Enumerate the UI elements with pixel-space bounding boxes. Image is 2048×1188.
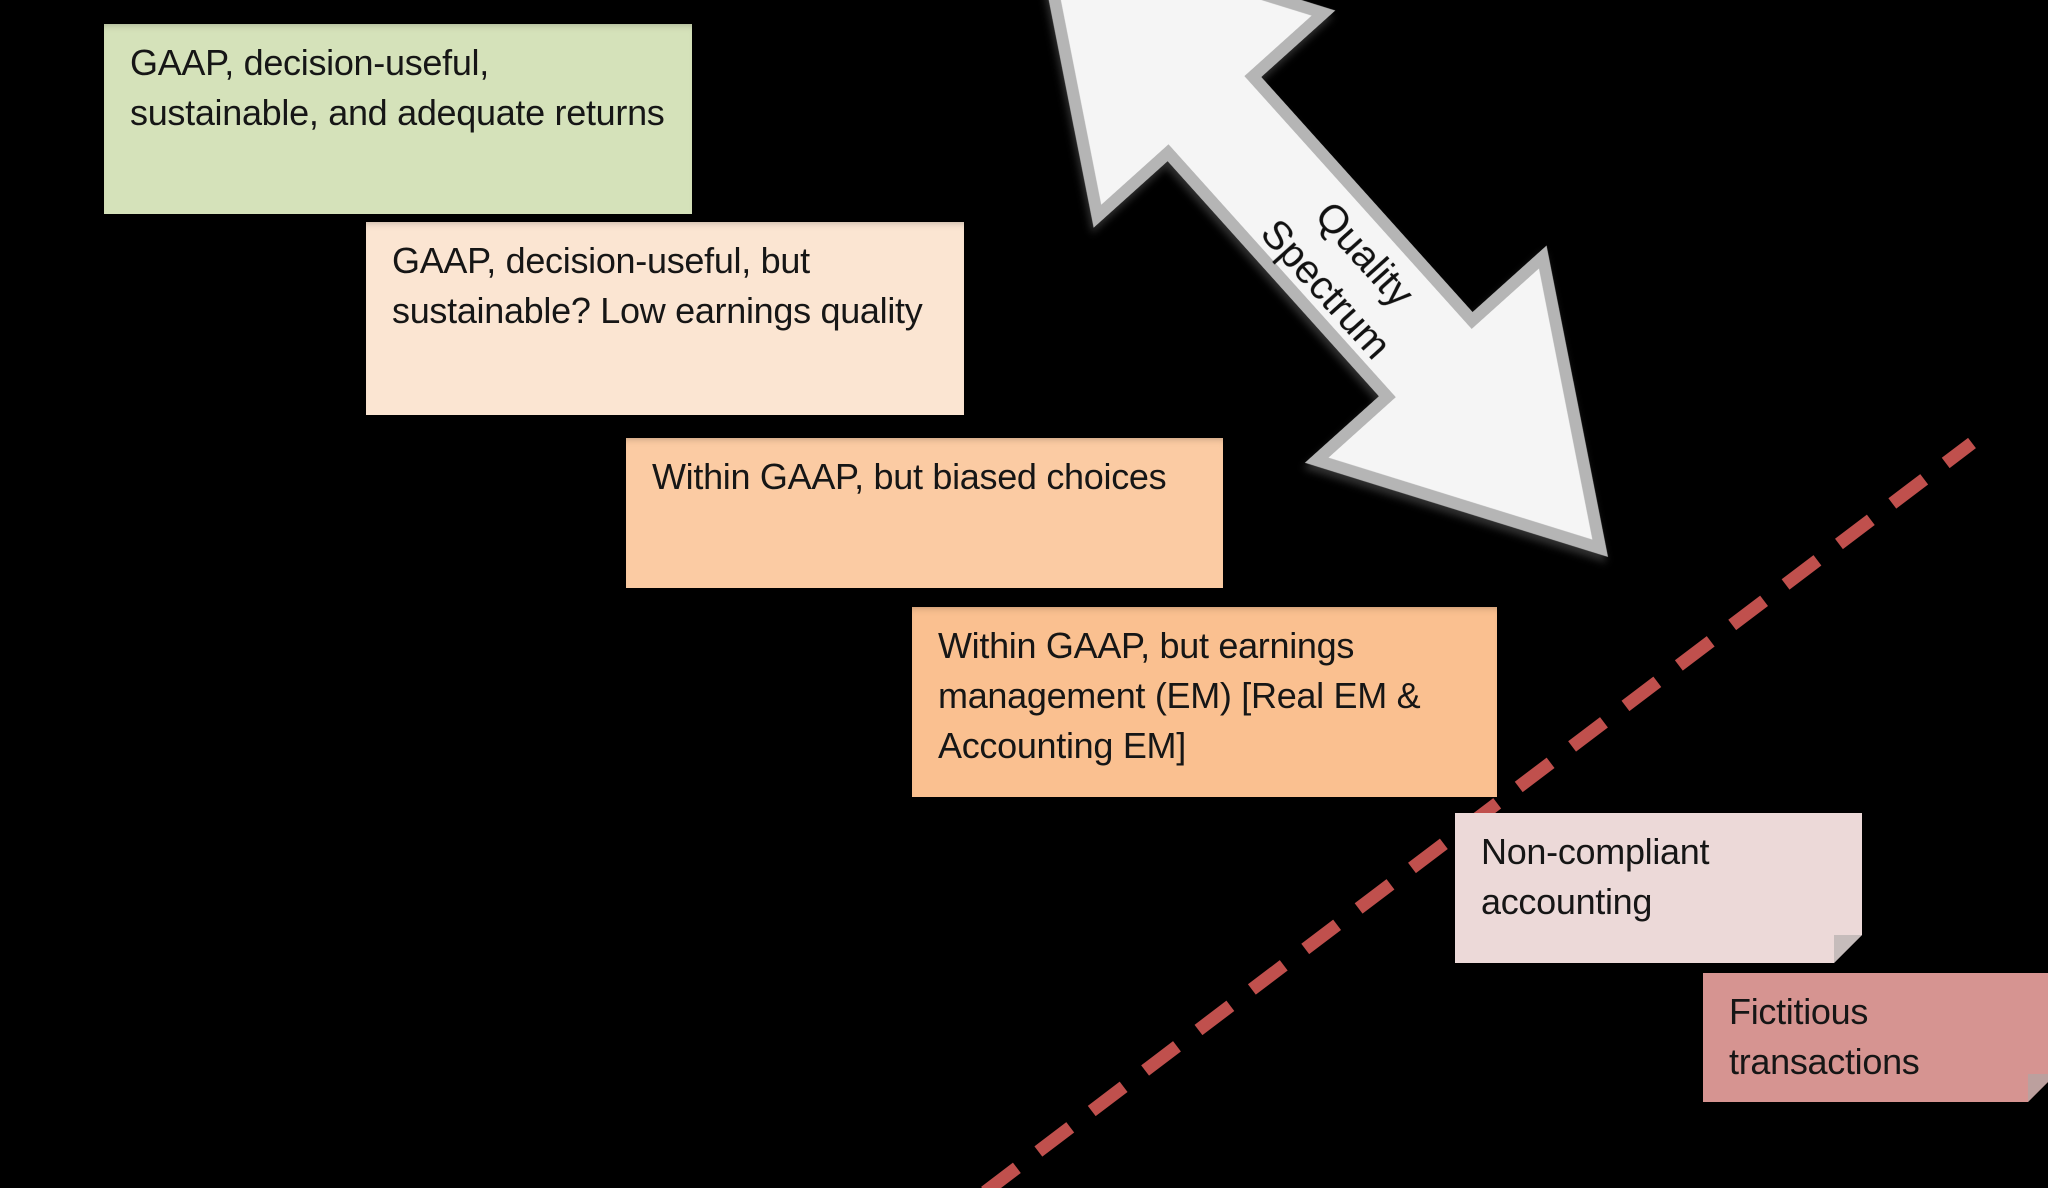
box-gaap-low-earnings-quality: GAAP, decision-useful, but sustainable? … bbox=[366, 222, 964, 415]
double-arrow-shape bbox=[1032, 0, 1609, 557]
box-within-gaap-biased-choices: Within GAAP, but biased choices bbox=[626, 438, 1223, 588]
box-label: Fictitious transactions bbox=[1729, 991, 1920, 1082]
box-within-gaap-earnings-management: Within GAAP, but earnings management (EM… bbox=[912, 607, 1497, 797]
box-non-compliant-accounting: Non-compliant accounting bbox=[1455, 813, 1862, 963]
box-label: Non-compliant accounting bbox=[1481, 831, 1710, 922]
box-fictitious-transactions: Fictitious transactions bbox=[1703, 973, 2048, 1102]
box-gaap-sustainable-returns: GAAP, decision-useful, sustainable, and … bbox=[104, 24, 692, 214]
